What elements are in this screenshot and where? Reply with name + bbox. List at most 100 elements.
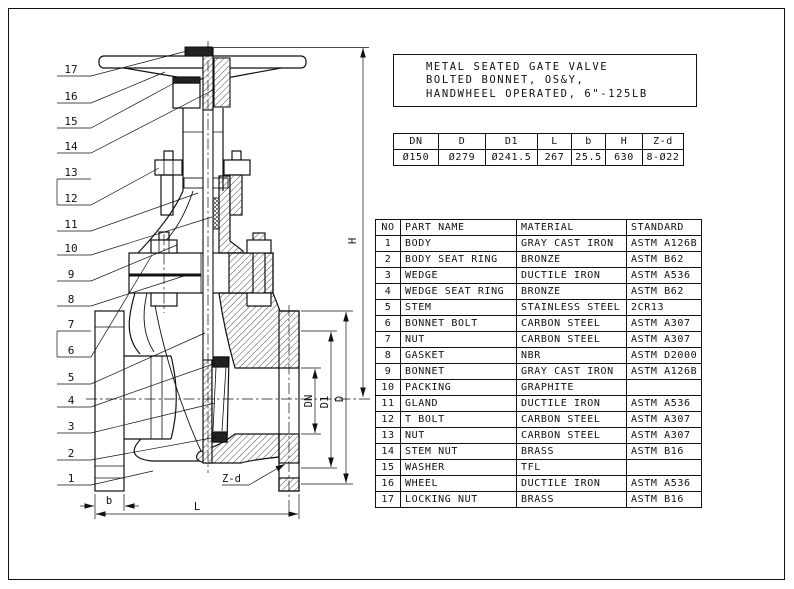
part-name-cell: GASKET [400, 347, 517, 364]
callout-14: 14 [64, 140, 78, 153]
wedge [211, 356, 230, 443]
dim-value-cell: 267 [537, 149, 572, 166]
part-no: 6 [375, 315, 401, 332]
part-no: 12 [375, 411, 401, 428]
part-name-cell: BODY SEAT RING [400, 251, 517, 268]
callout-10: 10 [64, 242, 77, 255]
t-bolt-right [223, 150, 251, 216]
part-no: 1 [375, 235, 401, 252]
dim-label-D: D [334, 396, 346, 402]
part-no: 14 [375, 443, 401, 460]
dimension-labels: H D D1 DN L b Z-d [106, 238, 359, 513]
part-no: 16 [375, 475, 401, 492]
title-block: METAL SEATED GATE VALVE BOLTED BONNET, O… [393, 54, 697, 107]
part-material: CARBON STEEL [516, 331, 627, 348]
part-no: 3 [375, 267, 401, 284]
part-material: GRAY CAST IRON [516, 363, 627, 380]
part-no: 17 [375, 491, 401, 508]
part-material: BRASS [516, 443, 627, 460]
callout-15: 15 [64, 115, 77, 128]
part-material: NBR [516, 347, 627, 364]
part-standard: ASTM D2000 [626, 347, 702, 364]
bonnet [128, 175, 274, 307]
part-material: BRONZE [516, 283, 627, 300]
centerlines [86, 41, 371, 518]
part-name-cell: BODY [400, 235, 517, 252]
parts-header-cell: PART NAME [400, 219, 517, 236]
part-material: DUCTILE IRON [516, 395, 627, 412]
part-no: 5 [375, 299, 401, 316]
t-bolt-left [154, 150, 183, 216]
part-name-cell: WEDGE SEAT RING [400, 283, 517, 300]
parts-header-cell: MATERIAL [516, 219, 627, 236]
title-line-1: METAL SEATED GATE VALVE [426, 60, 609, 73]
callout-17: 17 [64, 63, 77, 76]
part-material: CARBON STEEL [516, 315, 627, 332]
part-standard: ASTM B62 [626, 283, 702, 300]
part-no: 9 [375, 363, 401, 380]
part-material: GRAPHITE [516, 379, 627, 396]
part-no: 4 [375, 283, 401, 300]
part-standard: ASTM A126B [626, 363, 702, 380]
drawing-frame: H D D1 DN L b Z-d [8, 8, 785, 580]
part-name-cell: WHEEL [400, 475, 517, 492]
valve-body [94, 292, 300, 492]
part-name-cell: T BOLT [400, 411, 517, 428]
part-standard: ASTM A536 [626, 475, 702, 492]
part-no: 13 [375, 427, 401, 444]
callout-5: 5 [68, 371, 75, 384]
part-name-cell: PACKING [400, 379, 517, 396]
left-flange [94, 310, 125, 492]
part-no: 15 [375, 459, 401, 476]
washer [172, 76, 201, 84]
dim-label-H: H [347, 238, 359, 244]
part-material: TFL [516, 459, 627, 476]
title-line-3: HANDWHEEL OPERATED, 6"-125LB [426, 87, 648, 100]
part-material: CARBON STEEL [516, 411, 627, 428]
wedge-seat-ring [212, 356, 229, 368]
part-material: BRASS [516, 491, 627, 508]
dimension-lines [80, 47, 369, 519]
part-name-cell: BONNET [400, 363, 517, 380]
part-standard: ASTM A307 [626, 411, 702, 428]
part-standard: ASTM A536 [626, 395, 702, 412]
part-name-cell: STEM NUT [400, 443, 517, 460]
callout-9: 9 [68, 268, 75, 281]
dim-label-b: b [106, 495, 112, 507]
part-standard: ASTM B62 [626, 251, 702, 268]
stem-nut [213, 57, 231, 108]
part-standard: ASTM A307 [626, 427, 702, 444]
yoke [154, 108, 251, 216]
dim-header-cell: b [571, 133, 606, 150]
dim-label-D1: D1 [319, 396, 331, 409]
part-no: 10 [375, 379, 401, 396]
part-name-cell: NUT [400, 331, 517, 348]
callout-13: 13 [64, 166, 77, 179]
part-standard: ASTM A126B [626, 235, 702, 252]
part-name-cell: WEDGE [400, 267, 517, 284]
callout-1: 1 [68, 472, 75, 485]
part-no: 7 [375, 331, 401, 348]
callout-12: 12 [64, 192, 77, 205]
dim-header-cell: H [605, 133, 643, 150]
part-material: DUCTILE IRON [516, 475, 627, 492]
dim-value-cell: Ø279 [438, 149, 486, 166]
dim-header-cell: Z-d [642, 133, 684, 150]
